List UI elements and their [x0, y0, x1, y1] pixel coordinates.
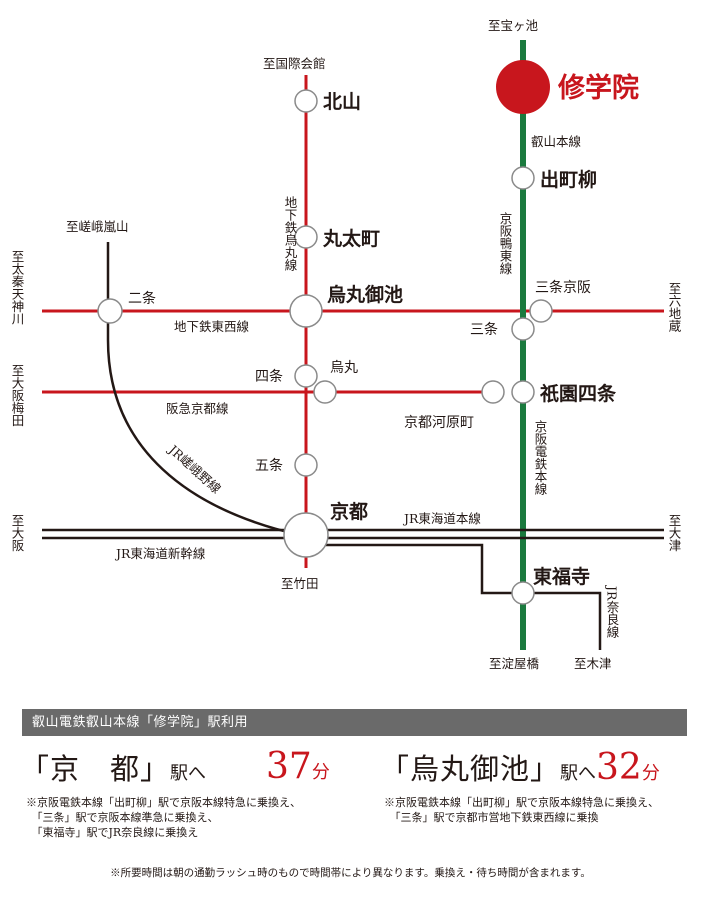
station-gojo	[294, 453, 318, 477]
jr-nara-line	[306, 543, 602, 650]
dir-rokujizo: 至六地蔵	[667, 282, 682, 333]
label-kyoto-kawaramachi: 京都河原町	[404, 415, 474, 431]
label-kitayama: 北山	[323, 91, 361, 113]
route-karasuma-note: ※京阪電鉄本線「出町柳」駅で京阪本線特急に乗換え、 「三条」駅で京都市営地下鉄東…	[384, 796, 659, 824]
label-gojo: 五条	[255, 457, 283, 474]
line-label-eizan-main: 叡山本線	[531, 134, 582, 149]
route-kyoto-note: ※京阪電鉄本線「出町柳」駅で京阪本線特急に乗換え、 「三条」駅で京阪本線準急に乗…	[26, 796, 301, 839]
line-labels: 叡山本線 京阪鴨東線 地下鉄烏丸線 地下鉄東西線 阪急京都線 JR嵯峨野線 京阪…	[114, 134, 620, 638]
line-label-hankyu-kyoto: 阪急京都線	[166, 401, 229, 416]
dir-takaragaike: 至宝ヶ池	[488, 18, 539, 33]
dir-osaka: 至大阪	[10, 514, 25, 552]
route-karasuma-oike: 「烏丸御池」駅へ32分	[380, 746, 680, 794]
station-shijo	[294, 364, 318, 388]
dir-otsu: 至大津	[667, 514, 682, 552]
dir-takeda: 至竹田	[281, 576, 319, 591]
route-kyoto-suffix: 駅へ	[170, 763, 207, 784]
label-marutamachi: 丸太町	[322, 227, 380, 250]
line-label-jr-nara: JR奈良線	[605, 584, 620, 638]
station-sanjo-keihan	[529, 299, 553, 323]
info-bar: 叡山電鉄叡山本線「修学院」駅利用	[22, 709, 687, 736]
label-gion-shijo: 祇園四条	[539, 382, 617, 405]
line-label-jr-sagano: JR嵯峨野線	[165, 441, 225, 497]
label-shijo: 四条	[255, 368, 283, 385]
station-nijo	[97, 298, 123, 324]
line-label-subway-tozai: 地下鉄東西線	[174, 319, 250, 334]
station-kyoto	[283, 512, 329, 558]
dir-kokusai-kaikan: 至国際会館	[263, 56, 326, 71]
route-karasuma-minutes: 32	[596, 747, 642, 788]
station-karasuma-oike	[289, 294, 323, 328]
label-shugakuin: 修学院	[557, 72, 639, 104]
label-kyoto: 京都	[330, 500, 368, 523]
dir-osaka-umeda: 至大阪梅田	[10, 364, 25, 427]
label-tofukuji: 東福寺	[533, 565, 590, 588]
station-karasuma	[313, 380, 337, 404]
line-label-subway-karasuma: 地下鉄烏丸線	[283, 196, 298, 271]
route-karasuma-unit: 分	[641, 763, 660, 784]
stations	[97, 60, 553, 605]
line-label-jr-tokaido: JR東海道本線	[402, 511, 481, 526]
route-karasuma-suffix: 駅へ	[560, 763, 597, 784]
direction-labels: 至宝ヶ池 至国際会館 至嵯峨嵐山 至竹田 至淀屋橋 至木津 至太秦天神川 至六地…	[10, 18, 682, 671]
route-map: 修学院 出町柳 北山 丸太町 烏丸御池 二条 三条京阪 三条 四条 烏丸 京都河…	[10, 18, 682, 671]
footnote: ※所要時間は朝の通勤ラッシュ時のもので時間帯により異なります。乗換え・待ち時間が…	[110, 867, 591, 879]
label-nijo: 二条	[128, 290, 156, 307]
station-sanjo	[511, 317, 535, 341]
rail-lines	[42, 40, 664, 650]
station-marutamachi	[294, 225, 318, 249]
station-kitayama	[294, 89, 318, 113]
line-label-keihan-oto: 京阪鴨東線	[498, 212, 513, 275]
dir-yodoyabashi: 至淀屋橋	[489, 656, 540, 671]
route-kyoto-dest: 「京 都」	[20, 752, 171, 786]
station-demachiyanagi	[511, 166, 535, 190]
dir-saga-arashiyama: 至嵯峨嵐山	[66, 219, 129, 234]
station-labels: 修学院 出町柳 北山 丸太町 烏丸御池 二条 三条京阪 三条 四条 烏丸 京都河…	[128, 72, 639, 588]
line-label-keihan-main: 京阪電鉄本線	[533, 420, 548, 495]
jr-sagano-line	[106, 242, 301, 537]
label-karasuma-oike: 烏丸御池	[327, 283, 403, 306]
route-kyoto-time: 37分	[266, 746, 330, 787]
route-karasuma-dest: 「烏丸御池」	[380, 752, 561, 786]
label-karasuma: 烏丸	[330, 359, 358, 376]
station-gion-shijo	[511, 380, 535, 404]
route-kyoto: 「京 都」駅へ 37分	[20, 746, 340, 794]
station-shugakuin	[496, 60, 550, 114]
label-sanjo-keihan: 三条京阪	[535, 279, 591, 296]
dir-kizu: 至木津	[574, 656, 612, 671]
label-demachiyanagi: 出町柳	[540, 168, 597, 191]
route-kyoto-minutes: 37	[266, 746, 312, 787]
route-kyoto-unit: 分	[311, 762, 330, 783]
station-kyoto-kawaramachi	[481, 380, 505, 404]
label-sanjo: 三条	[470, 321, 498, 338]
line-label-jr-shinkansen: JR東海道新幹線	[114, 546, 206, 561]
station-tofukuji	[511, 581, 535, 605]
dir-uzumasa-tenjingawa: 至太秦天神川	[10, 250, 25, 325]
